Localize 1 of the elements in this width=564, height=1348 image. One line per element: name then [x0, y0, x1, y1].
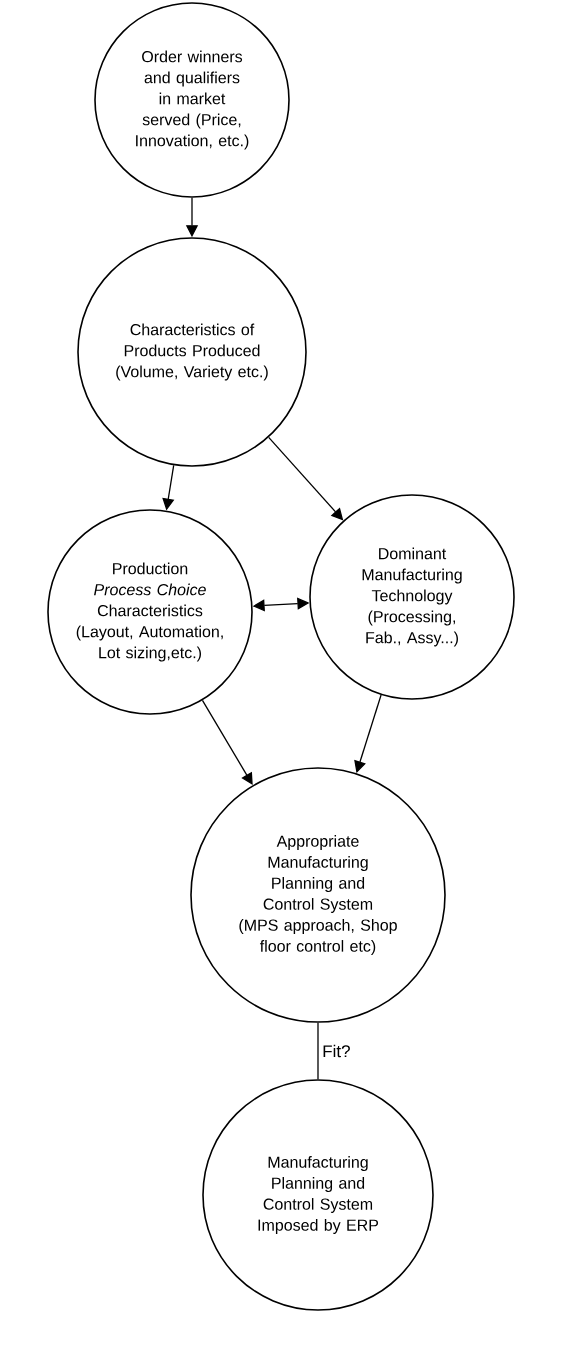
edge-label: Fit?	[323, 1044, 350, 1058]
